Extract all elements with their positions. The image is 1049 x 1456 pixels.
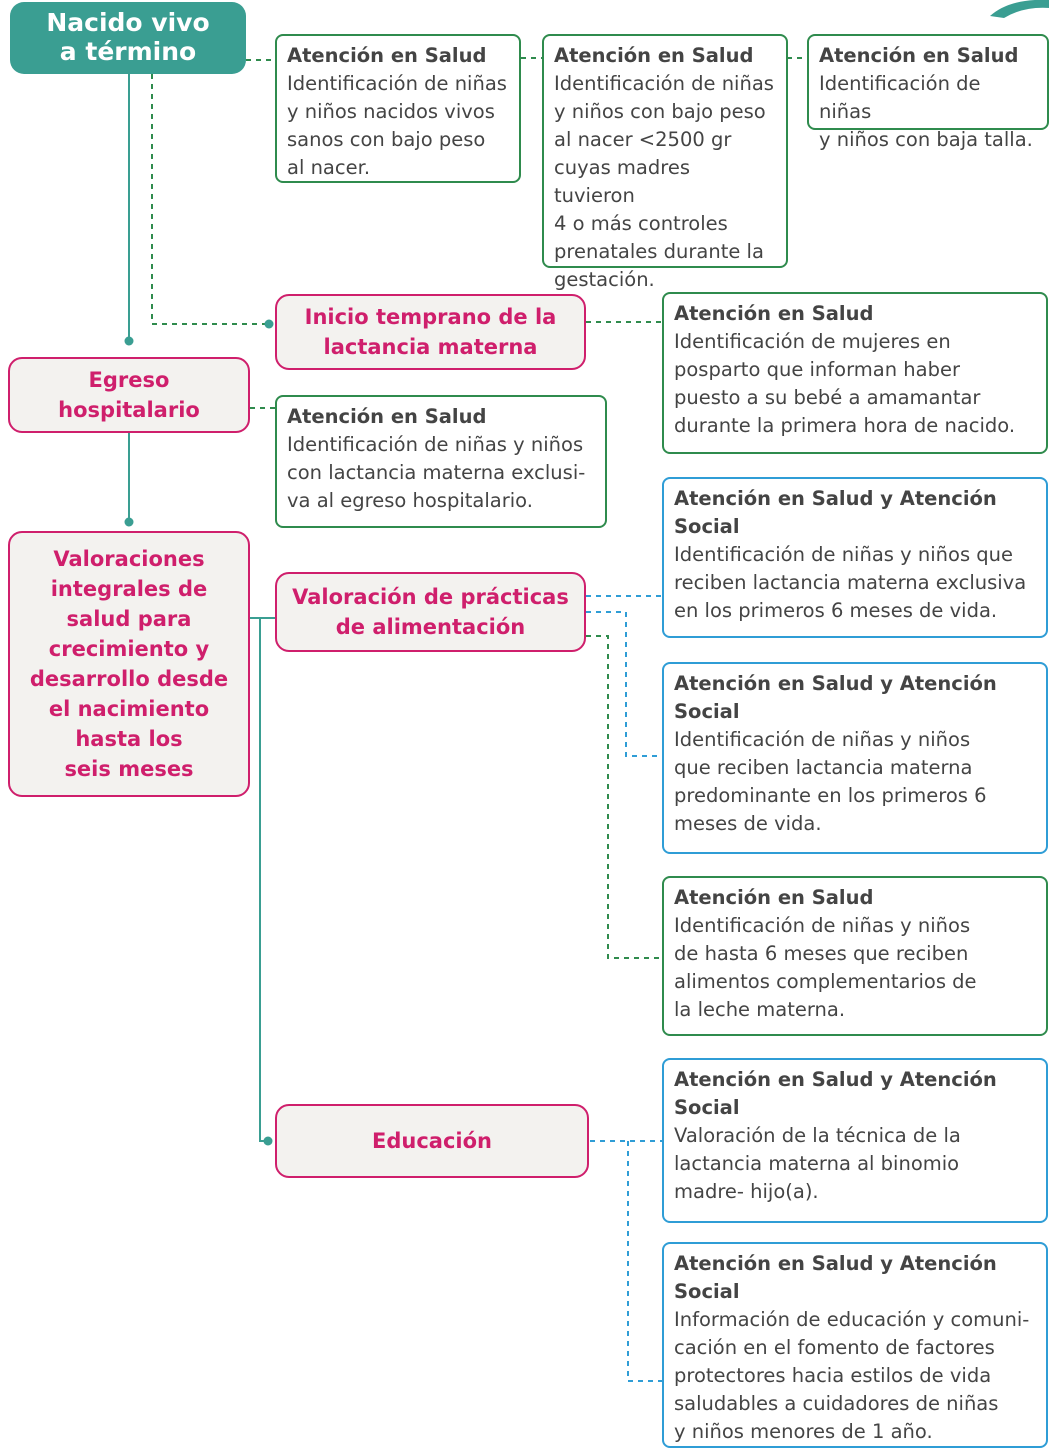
card-title: Atención en Salud xyxy=(819,44,1019,67)
stage-inicio-lactancia: Inicio temprano de la lactancia materna xyxy=(275,294,586,370)
card-text: Identificación de niñas y niños que reci… xyxy=(674,728,987,835)
card-egreso-exclusiva: Atención en Salud Identificación de niña… xyxy=(275,395,607,528)
card-title: Atención en Salud xyxy=(287,405,487,428)
card-text: Identificación de niñas y niños con bajo… xyxy=(554,72,774,291)
card-controles-prenatales: Atención en Salud Identificación de niña… xyxy=(542,34,788,291)
stage-egreso: Egreso hospitalario xyxy=(8,357,250,433)
card-bajo-peso: Atención en Salud Identificación de niña… xyxy=(275,34,521,183)
card-predominante: Atención en Salud y Atención Social Iden… xyxy=(662,662,1048,854)
card-text: Identificación de mujeres en posparto qu… xyxy=(674,330,1016,437)
card-text: Identificación de niñas y niños que reci… xyxy=(674,543,1027,622)
card-title: Atención en Salud y Atención Social xyxy=(674,1252,997,1303)
connector-root-inicio xyxy=(151,74,270,325)
dot-inicio xyxy=(264,319,274,329)
card-title: Atención en Salud y Atención Social xyxy=(674,1068,997,1119)
stage-educacion-label: Educación xyxy=(372,1129,492,1153)
stage-valoraciones: Valoraciones integrales de salud para cr… xyxy=(8,531,250,797)
stage-educacion: Educación xyxy=(275,1104,589,1178)
card-educacion-comunicacion: Atención en Salud y Atención Social Info… xyxy=(662,1242,1048,1448)
card-text: Identificación de niñas y niños de hasta… xyxy=(674,914,977,1021)
card-text: Identificación de niñas y niños con baja… xyxy=(819,72,1033,151)
connector-practicas-predominante xyxy=(586,611,662,757)
card-exclusiva-6-meses: Atención en Salud y Atención Social Iden… xyxy=(662,477,1048,638)
connector-practicas-complementarios xyxy=(586,635,662,959)
card-text: Valoración de la técnica de la lactancia… xyxy=(674,1124,961,1203)
card-title: Atención en Salud xyxy=(554,44,754,67)
dot-valoraciones xyxy=(124,517,134,527)
card-title: Atención en Salud xyxy=(674,886,874,909)
card-title: Atención en Salud xyxy=(674,302,874,325)
card-alimentos-complementarios: Atención en Salud Identificación de niña… xyxy=(662,876,1048,1036)
stage-practicas-alimentacion: Valoración de prácticas de alimentación xyxy=(275,572,586,652)
card-tecnica-lactancia: Atención en Salud y Atención Social Valo… xyxy=(662,1058,1048,1223)
card-text: Identificación de niñas y niños con lact… xyxy=(287,433,586,512)
stage-egreso-label: Egreso hospitalario xyxy=(58,368,200,422)
dot-educacion xyxy=(263,1136,273,1146)
corner-leaf-decoration xyxy=(990,0,1049,18)
card-title: Atención en Salud y Atención Social xyxy=(674,487,997,538)
card-title: Atención en Salud y Atención Social xyxy=(674,672,997,723)
root-node-label: Nacido vivo a término xyxy=(46,8,210,66)
card-primera-hora: Atención en Salud Identificación de muje… xyxy=(662,292,1048,454)
card-text: Información de educación y comuni- cació… xyxy=(674,1308,1030,1443)
card-title: Atención en Salud xyxy=(287,44,487,67)
dot-egreso xyxy=(124,336,134,346)
stage-inicio-label: Inicio temprano de la lactancia materna xyxy=(304,305,557,359)
card-text: Identificación de niñas y niños nacidos … xyxy=(287,72,507,179)
root-node: Nacido vivo a término xyxy=(10,2,246,74)
stage-practicas-label: Valoración de prácticas de alimentación xyxy=(292,585,569,639)
valoraciones-branch-line xyxy=(250,617,276,1142)
connector-educacion-comunicacion xyxy=(627,1141,662,1382)
stage-valoraciones-label: Valoraciones integrales de salud para cr… xyxy=(29,547,229,781)
card-baja-talla: Atención en Salud Identificación de niña… xyxy=(807,34,1049,151)
